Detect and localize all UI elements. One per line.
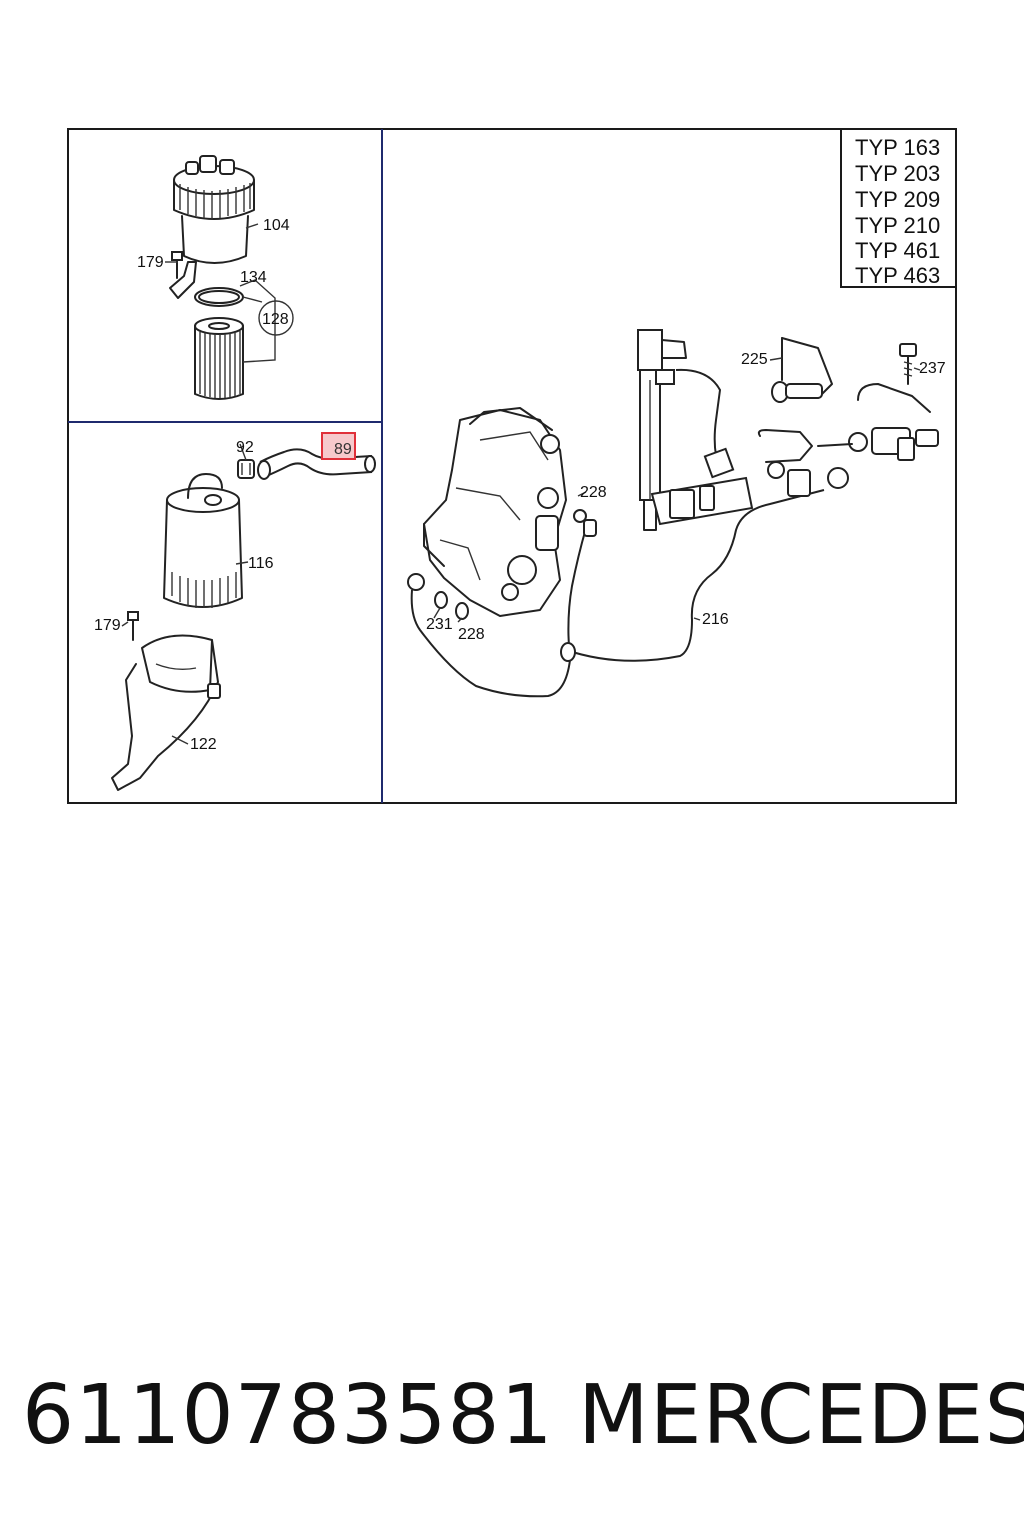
callout-116: 116 — [248, 555, 274, 572]
connector-231[interactable] — [407, 573, 469, 620]
type-line: TYP 209 — [855, 187, 940, 212]
diagram-frame — [67, 128, 957, 804]
callout-122: 122 — [190, 736, 217, 753]
injector[interactable] — [637, 329, 754, 531]
callout-104: 104 — [263, 217, 290, 234]
o-ring-134[interactable] — [194, 287, 244, 307]
type-line: TYP 203 — [855, 161, 940, 186]
callout-134: 134 — [240, 269, 267, 286]
caption-footer: 6110783581 MERCEDES — [22, 1368, 1024, 1468]
highlight-box-89[interactable] — [321, 432, 356, 460]
bolt-179-lower[interactable] — [127, 611, 139, 641]
callout-179: 179 — [137, 254, 164, 271]
type-box: TYP 163 TYP 203 TYP 209 TYP 210 TYP 461 … — [840, 128, 957, 288]
brand-name: MERCEDES — [578, 1368, 1024, 1463]
callout-89: 89 — [334, 441, 352, 458]
type-line: TYP 463 — [855, 263, 940, 288]
leak-off-connector[interactable] — [757, 383, 939, 497]
callout-circle-128 — [258, 300, 294, 336]
bolt-237[interactable] — [899, 343, 917, 385]
type-line: TYP 461 — [855, 238, 940, 263]
hose-89[interactable] — [257, 448, 376, 480]
callout-228-lower: 228 — [458, 626, 485, 643]
fuel-filter-116[interactable] — [163, 473, 243, 608]
callout-179-lower: 179 — [94, 617, 121, 634]
parts-diagram: TYP 163 TYP 203 TYP 209 TYP 210 TYP 461 … — [67, 128, 957, 804]
return-line-216[interactable] — [410, 489, 825, 698]
type-line: TYP 210 — [855, 213, 940, 238]
callout-228: 228 — [580, 484, 607, 501]
callout-237: 237 — [919, 360, 946, 377]
bolt-179[interactable] — [169, 251, 197, 299]
clamp-92[interactable] — [237, 459, 255, 479]
filter-housing-104[interactable] — [173, 155, 255, 264]
clip-225[interactable] — [771, 337, 833, 403]
callout-128: 128 — [262, 311, 289, 328]
callout-216: 216 — [702, 611, 729, 628]
filter-element-128[interactable] — [194, 317, 244, 400]
part-number: 6110783581 — [22, 1368, 554, 1463]
callout-231: 231 — [426, 616, 453, 633]
type-line: TYP 163 — [855, 135, 940, 160]
high-pressure-pump[interactable] — [423, 407, 567, 617]
bracket-122[interactable] — [111, 634, 221, 791]
callout-92: 92 — [236, 439, 254, 456]
callout-225: 225 — [741, 351, 768, 368]
